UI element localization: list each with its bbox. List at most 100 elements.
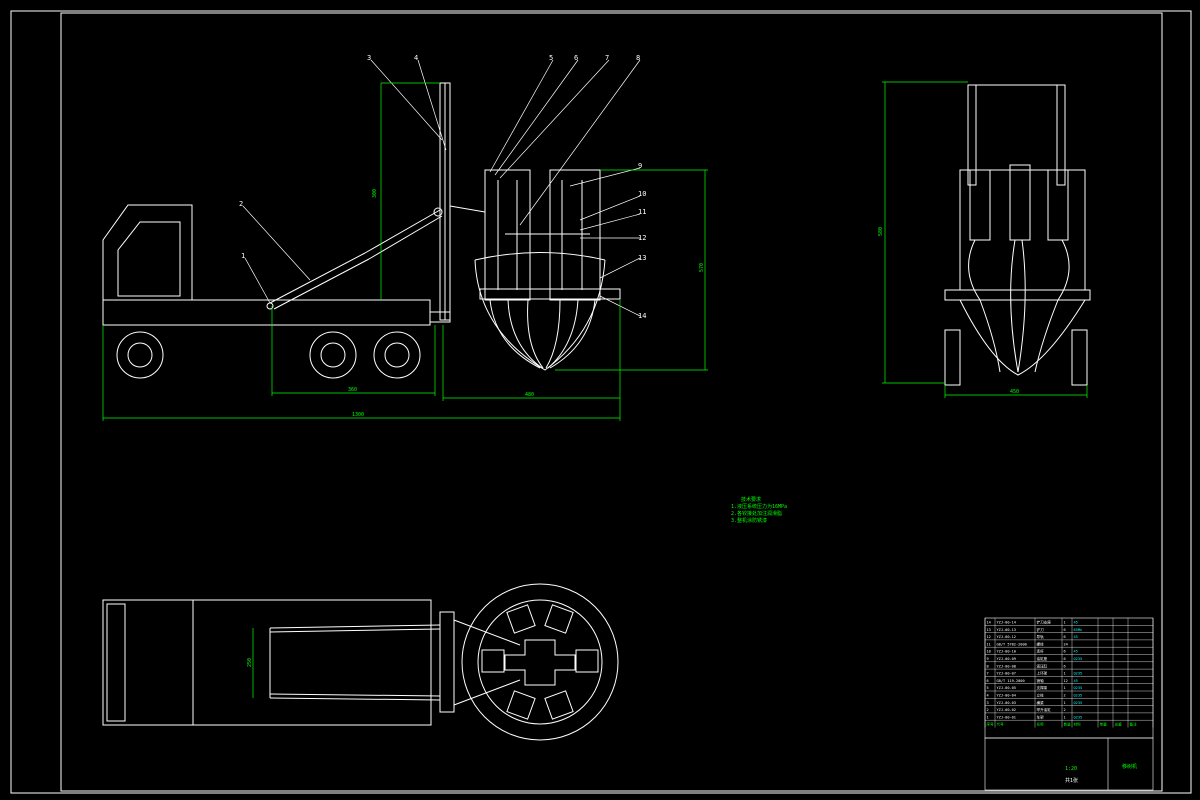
plan-cab-inner xyxy=(106,603,126,722)
bom-cell: 6 xyxy=(1064,650,1066,654)
bom-cell: 11 xyxy=(987,642,991,646)
leader-8 xyxy=(519,59,641,226)
bom-cell: 65Mn xyxy=(1074,628,1083,632)
dim-text-boom-span: 360 xyxy=(348,387,357,393)
side-view xyxy=(944,84,1091,386)
spade-3 xyxy=(527,299,544,369)
bom-cell: 7 xyxy=(987,672,989,676)
balloon-5: 5 xyxy=(549,54,553,62)
bom-cell: 液压缸 xyxy=(1037,663,1048,668)
bom-cell: 6 xyxy=(1064,657,1066,661)
bom-cell: 螺栓 xyxy=(1037,641,1045,646)
bom-cell: 45 xyxy=(1074,679,1078,683)
balloon-4: 4 xyxy=(414,54,418,62)
bom-cell: YZJ-00-09 xyxy=(997,657,1016,661)
leader-9 xyxy=(569,167,641,187)
side-spade-left xyxy=(968,239,1001,373)
outer-border xyxy=(10,10,1192,794)
title-block-frame xyxy=(984,737,1154,791)
lift-cylinder-edge xyxy=(273,258,370,310)
bom-cell: 10 xyxy=(987,650,991,654)
drawing-sheet: 共1张 xyxy=(1065,777,1078,784)
plan-hub-cross xyxy=(504,639,576,686)
bom-cell: 6 xyxy=(1064,664,1066,668)
front-elevation-view xyxy=(102,82,621,379)
side-dimensions xyxy=(882,81,1088,398)
technical-notes: 技术要求 1.液压系统压力为16MPa 2.各铰接处加注润滑脂 3.整机涂防锈漆 xyxy=(731,497,787,525)
bom-header-cell: 代号 xyxy=(997,722,1005,727)
bom-cell: 举升油缸 xyxy=(1037,707,1052,712)
notes-line-3: 3.整机涂防锈漆 xyxy=(731,518,768,524)
bom-cell: GB/T 5782-2000 xyxy=(997,642,1027,646)
bom-cell: YZJ-00-12 xyxy=(997,635,1016,639)
balloon-7: 7 xyxy=(605,54,609,62)
bom-cell: YZJ-00-04 xyxy=(997,694,1016,698)
bom-cell: GB/T 119-2000 xyxy=(997,679,1025,683)
lift-rod xyxy=(364,209,441,254)
leader-5 xyxy=(489,59,554,173)
plan-boom-lower-b xyxy=(269,697,441,701)
leader-2 xyxy=(242,205,311,281)
drawing-name: 移树机 xyxy=(1122,763,1137,770)
dim-text-head-width: 480 xyxy=(525,392,534,398)
spade-6 xyxy=(549,299,596,369)
leader-6 xyxy=(494,59,579,176)
spade-1 xyxy=(489,299,541,369)
leader-11 xyxy=(579,213,641,231)
dimension-lines xyxy=(102,82,708,421)
notes-line-2: 2.各铰接处加注润滑脂 xyxy=(731,511,783,517)
bom-cell: 1 xyxy=(1064,621,1066,625)
drawing-scale: 1:20 xyxy=(1065,766,1077,772)
bom-cell: 1 xyxy=(1064,686,1066,690)
bom-cell: Q235 xyxy=(1074,701,1083,705)
leader-1 xyxy=(244,257,271,304)
bom-header-cell: 名称 xyxy=(1037,722,1045,727)
bom-cell: 车架 xyxy=(1037,714,1045,719)
bom-cell: Q235 xyxy=(1074,694,1083,698)
bom-header-cell: 序号 xyxy=(987,722,995,727)
notes-title: 技术要求 xyxy=(741,497,762,503)
bom-cell: 铲刀 xyxy=(1037,627,1045,632)
bom-cell: 1 xyxy=(1064,672,1066,676)
balloon-6: 6 xyxy=(574,54,578,62)
bom-cell: YZJ-00-02 xyxy=(997,708,1016,712)
balloon-11: 11 xyxy=(638,208,646,216)
side-spade-mid xyxy=(1010,239,1026,373)
spade-rim xyxy=(474,252,606,261)
plan-boom-upper-b xyxy=(269,628,441,633)
front-wheel-hub xyxy=(127,342,153,368)
plan-link-2 xyxy=(453,679,521,706)
plan-dimension-values: 250 xyxy=(247,658,253,667)
plan-boom-upper xyxy=(269,624,441,629)
bom-cell: 3 xyxy=(987,701,989,705)
bom-header-cell: 材料 xyxy=(1074,722,1082,727)
bom-cell: 6 xyxy=(1064,635,1066,639)
bom-cell: 2 xyxy=(987,708,989,712)
bom-cell: YZJ-00-10 xyxy=(997,650,1016,654)
bom-cell: 上环架 xyxy=(1037,671,1048,676)
pivot-top xyxy=(433,207,443,217)
bom-cell: 12 xyxy=(1064,679,1068,683)
bom-header-cell: 数量 xyxy=(1064,722,1072,727)
side-spade-right xyxy=(1034,239,1070,373)
side-cyl-2 xyxy=(1009,164,1031,241)
notes-line-1: 1.液压系统压力为16MPa xyxy=(731,504,788,510)
plan-view xyxy=(102,583,619,741)
plan-truck-body xyxy=(102,599,432,726)
dim-text-overall: 1300 xyxy=(352,412,364,418)
bom-cell: 8 xyxy=(987,664,989,668)
bom-cell: 4 xyxy=(987,694,989,698)
plan-boom-lower xyxy=(269,693,441,697)
balloon-2: 2 xyxy=(239,200,243,208)
balloon-labels: 1 2 3 4 5 6 7 8 9 10 11 12 13 14 xyxy=(239,54,646,320)
plan-pad-3 xyxy=(481,649,505,673)
bom-cell: 油缸座 xyxy=(1037,656,1048,661)
bom-cell: YZJ-00-05 xyxy=(997,686,1016,690)
bom-cell: 2 xyxy=(1064,708,1066,712)
plan-ring-inner xyxy=(477,599,603,725)
bom-header-cell: 总重 xyxy=(1115,722,1123,727)
dimension-values: 300 360 480 1300 570 xyxy=(348,189,705,418)
side-frame-body xyxy=(959,169,1086,291)
